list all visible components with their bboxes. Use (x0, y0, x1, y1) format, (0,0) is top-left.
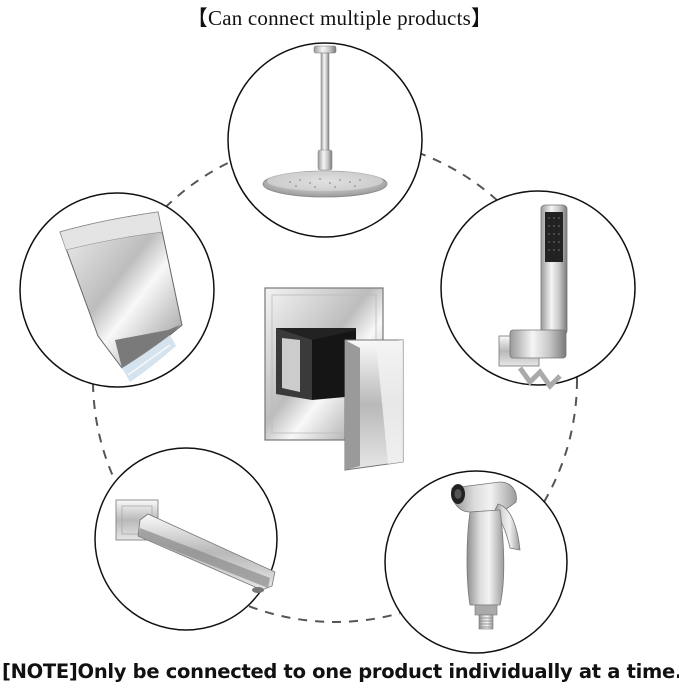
waterfall-spout-circle[interactable] (19, 192, 215, 388)
shower-valve-trim-icon (264, 287, 404, 471)
tub-spout-circle[interactable] (94, 447, 278, 631)
hand-shower-circle[interactable] (440, 190, 636, 390)
bidet-sprayer-circle[interactable] (384, 470, 568, 654)
rain-shower-head-circle[interactable] (227, 42, 423, 238)
bidet-sprayer-icon (451, 481, 521, 630)
waterfall-spout-icon (59, 211, 183, 382)
hand-shower-icon (498, 204, 568, 390)
rain-shower-head-icon (262, 45, 388, 198)
tub-spout-icon (115, 499, 276, 593)
footer-note: [NOTE]Only be connected to one product i… (2, 660, 679, 683)
shower-valve-trim[interactable] (264, 287, 404, 471)
page-title: 【Can connect multiple products】 (186, 6, 493, 30)
